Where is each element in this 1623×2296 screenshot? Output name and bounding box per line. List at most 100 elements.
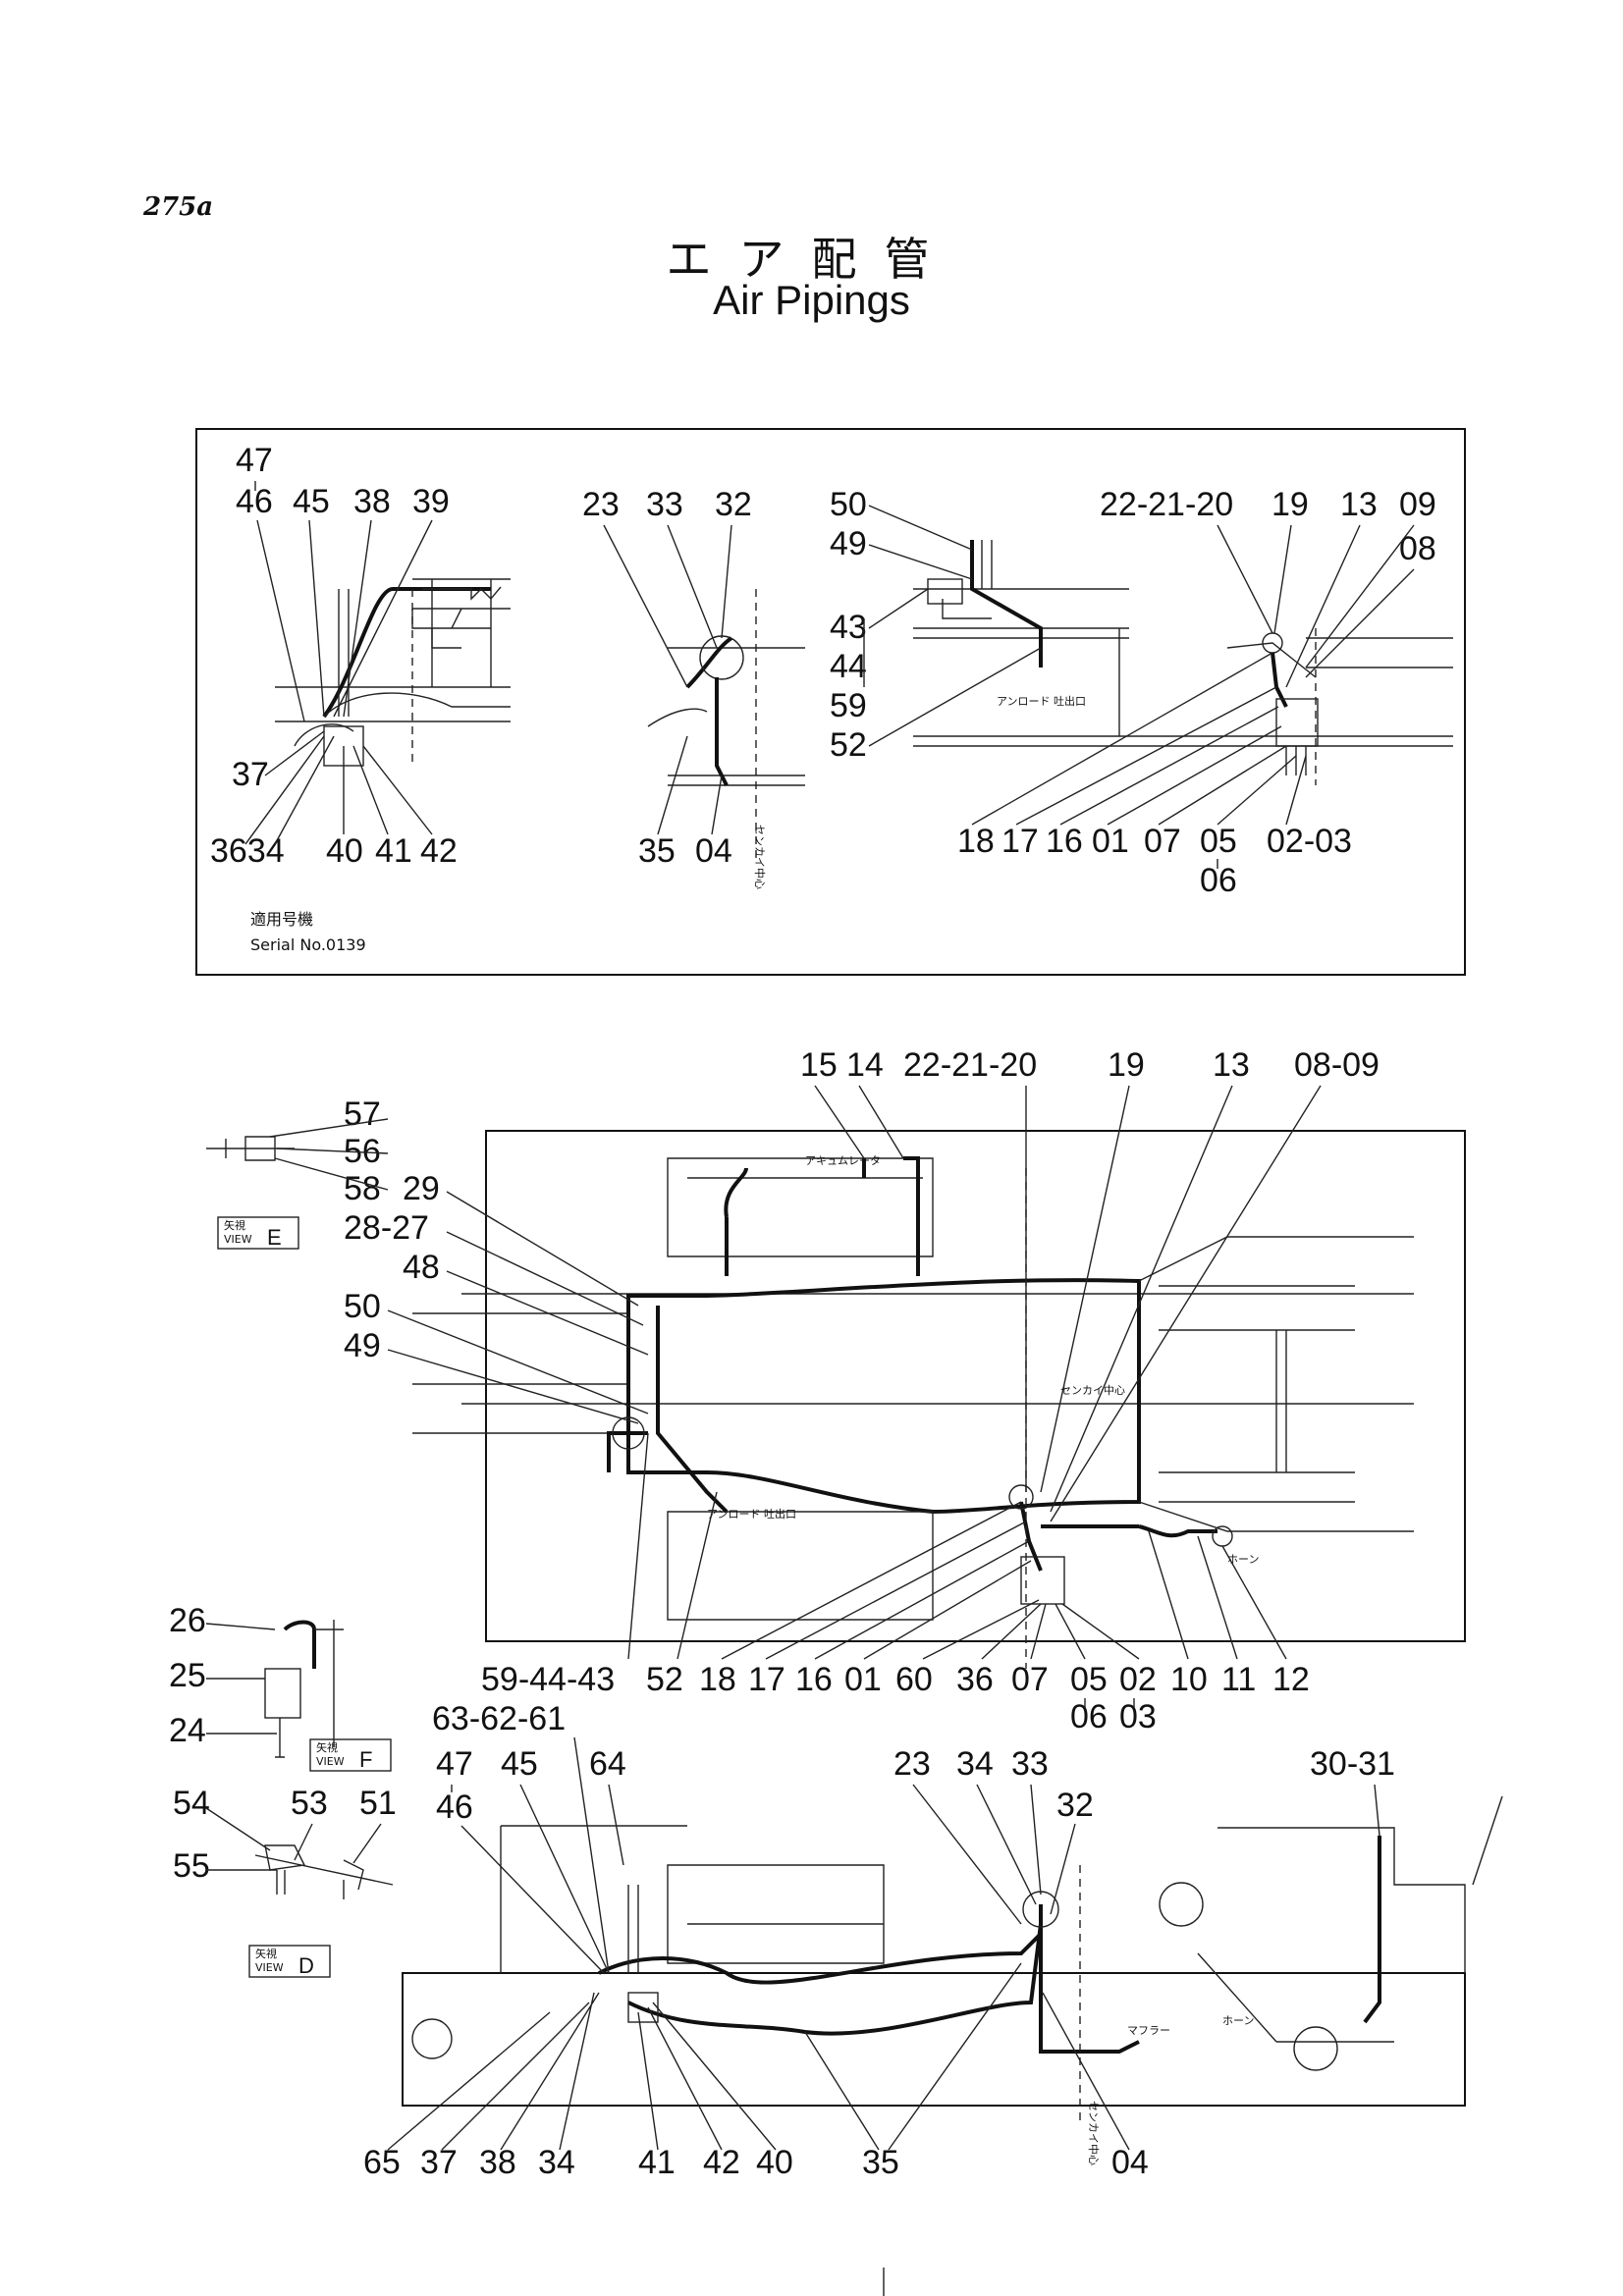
- label-09: 09: [1399, 486, 1436, 523]
- view-f-jp: 矢視: [316, 1740, 338, 1754]
- unload-note: アンロード 吐出口: [997, 694, 1086, 708]
- page-number: 275a: [143, 192, 214, 222]
- label-51: 51: [359, 1785, 397, 1822]
- label-26: 26: [169, 1602, 206, 1639]
- label-28-27: 28-27: [344, 1209, 429, 1247]
- label-12: 12: [1272, 1661, 1310, 1698]
- inset-labels: 47 46 45 38 39 37 3634 40 41 42 23 33 32…: [210, 442, 1436, 954]
- label-15: 15: [800, 1046, 838, 1084]
- label-06-main: 06: [1070, 1698, 1108, 1735]
- label-65: 65: [363, 2144, 401, 2181]
- label-23: 23: [582, 486, 620, 523]
- label-04-lower: 04: [1111, 2144, 1149, 2181]
- label-34-lower-b: 34: [538, 2144, 575, 2181]
- label-02-03: 02-03: [1267, 823, 1352, 860]
- label-52-main: 52: [646, 1661, 683, 1698]
- label-49-main: 49: [344, 1327, 381, 1364]
- label-52: 52: [830, 726, 867, 764]
- label-30-31: 30-31: [1310, 1745, 1395, 1783]
- inset-middle-sketch: [647, 589, 805, 864]
- inset-leaders: [244, 481, 1415, 869]
- lower-diagram: マフラー ホーン センカイ中心 矢視 VIEW D 63-62-61 47 45…: [173, 1700, 1466, 2181]
- label-25: 25: [169, 1657, 206, 1694]
- label-01: 01: [1092, 823, 1129, 860]
- label-57: 57: [344, 1095, 381, 1133]
- label-16-main: 16: [795, 1661, 833, 1698]
- label-64: 64: [589, 1745, 626, 1783]
- label-34-lower: 34: [956, 1745, 994, 1783]
- view-e-jp: 矢視: [224, 1218, 245, 1232]
- view-f-letter: F: [359, 1747, 372, 1772]
- title-english: Air Pipings: [713, 277, 910, 323]
- label-3634: 3634: [210, 832, 285, 870]
- label-47-lower: 47: [436, 1745, 473, 1783]
- horn-note: ホーン: [1227, 1553, 1259, 1566]
- label-32: 32: [715, 486, 752, 523]
- label-22-21-20: 22-21-20: [1100, 486, 1233, 523]
- label-35-lower: 35: [862, 2144, 899, 2181]
- label-24: 24: [169, 1712, 206, 1749]
- inset-panel: 47 46 45 38 39 37 3634 40 41 42 23 33 32…: [195, 428, 1466, 976]
- label-59: 59: [830, 687, 867, 724]
- label-41-lower: 41: [638, 2144, 676, 2181]
- label-33: 33: [646, 486, 683, 523]
- label-40: 40: [326, 832, 363, 870]
- label-14: 14: [846, 1046, 884, 1084]
- label-02-main: 02: [1119, 1661, 1157, 1698]
- label-03-main: 03: [1119, 1698, 1157, 1735]
- label-47: 47: [236, 442, 273, 479]
- label-39: 39: [412, 483, 450, 520]
- view-d-letter: D: [298, 1953, 314, 1978]
- label-60: 60: [895, 1661, 933, 1698]
- label-40-lower: 40: [756, 2144, 793, 2181]
- inset-right-sketch: [913, 540, 1453, 785]
- inset-left-sketch: [275, 578, 511, 767]
- label-18-main: 18: [699, 1661, 736, 1698]
- label-07-main: 07: [1011, 1661, 1049, 1698]
- label-37: 37: [232, 756, 269, 793]
- label-50: 50: [830, 486, 867, 523]
- label-22-21-20-main: 22-21-20: [903, 1046, 1037, 1084]
- label-45-lower: 45: [501, 1745, 538, 1783]
- label-08-09-main: 08-09: [1294, 1046, 1380, 1084]
- label-13-main: 13: [1213, 1046, 1250, 1084]
- label-59-44-43: 59-44-43: [481, 1661, 615, 1698]
- label-38-lower: 38: [479, 2144, 516, 2181]
- label-18: 18: [957, 823, 995, 860]
- label-11: 11: [1221, 1661, 1256, 1698]
- label-63-62-61: 63-62-61: [432, 1700, 566, 1737]
- label-33-lower: 33: [1011, 1745, 1049, 1783]
- view-d-jp: 矢視: [255, 1947, 277, 1960]
- label-37-lower: 37: [420, 2144, 458, 2181]
- label-54: 54: [173, 1785, 210, 1822]
- label-45: 45: [293, 483, 330, 520]
- label-05: 05: [1200, 823, 1237, 860]
- main-diagram: アキュムレータ センカイ中心 アンロード 吐出口 ホーン 矢視 VIEW E 矢…: [169, 1046, 1466, 1772]
- view-d-detail: 矢視 VIEW D: [248, 1844, 394, 1978]
- serial-jp: 適用号機: [250, 910, 313, 929]
- serial-number: Serial No.0139: [250, 935, 366, 954]
- label-41: 41: [375, 832, 412, 870]
- label-43: 43: [830, 609, 867, 646]
- horn-note-lower: ホーン: [1222, 2014, 1254, 2027]
- title-japanese: エア配管: [666, 233, 957, 286]
- label-08: 08: [1399, 530, 1436, 567]
- inset-frame: [195, 428, 1466, 976]
- label-42-lower: 42: [703, 2144, 740, 2181]
- label-46: 46: [236, 483, 273, 520]
- view-f-detail: 矢視 VIEW F: [264, 1620, 392, 1772]
- unload-note-main: アンロード 吐出口: [707, 1507, 796, 1521]
- label-36-main: 36: [956, 1661, 994, 1698]
- view-d-word: VIEW: [255, 1961, 284, 1974]
- label-05-main: 05: [1070, 1661, 1108, 1698]
- center-note: センカイ中心: [753, 825, 766, 889]
- view-e-detail: 矢視 VIEW E: [206, 1136, 299, 1250]
- label-16: 16: [1046, 823, 1083, 860]
- edge-line: [1472, 1795, 1503, 1886]
- muffler-note: マフラー: [1127, 2024, 1170, 2037]
- label-01-main: 01: [844, 1661, 882, 1698]
- label-17-main: 17: [748, 1661, 785, 1698]
- label-04: 04: [695, 832, 732, 870]
- label-06: 06: [1200, 862, 1237, 899]
